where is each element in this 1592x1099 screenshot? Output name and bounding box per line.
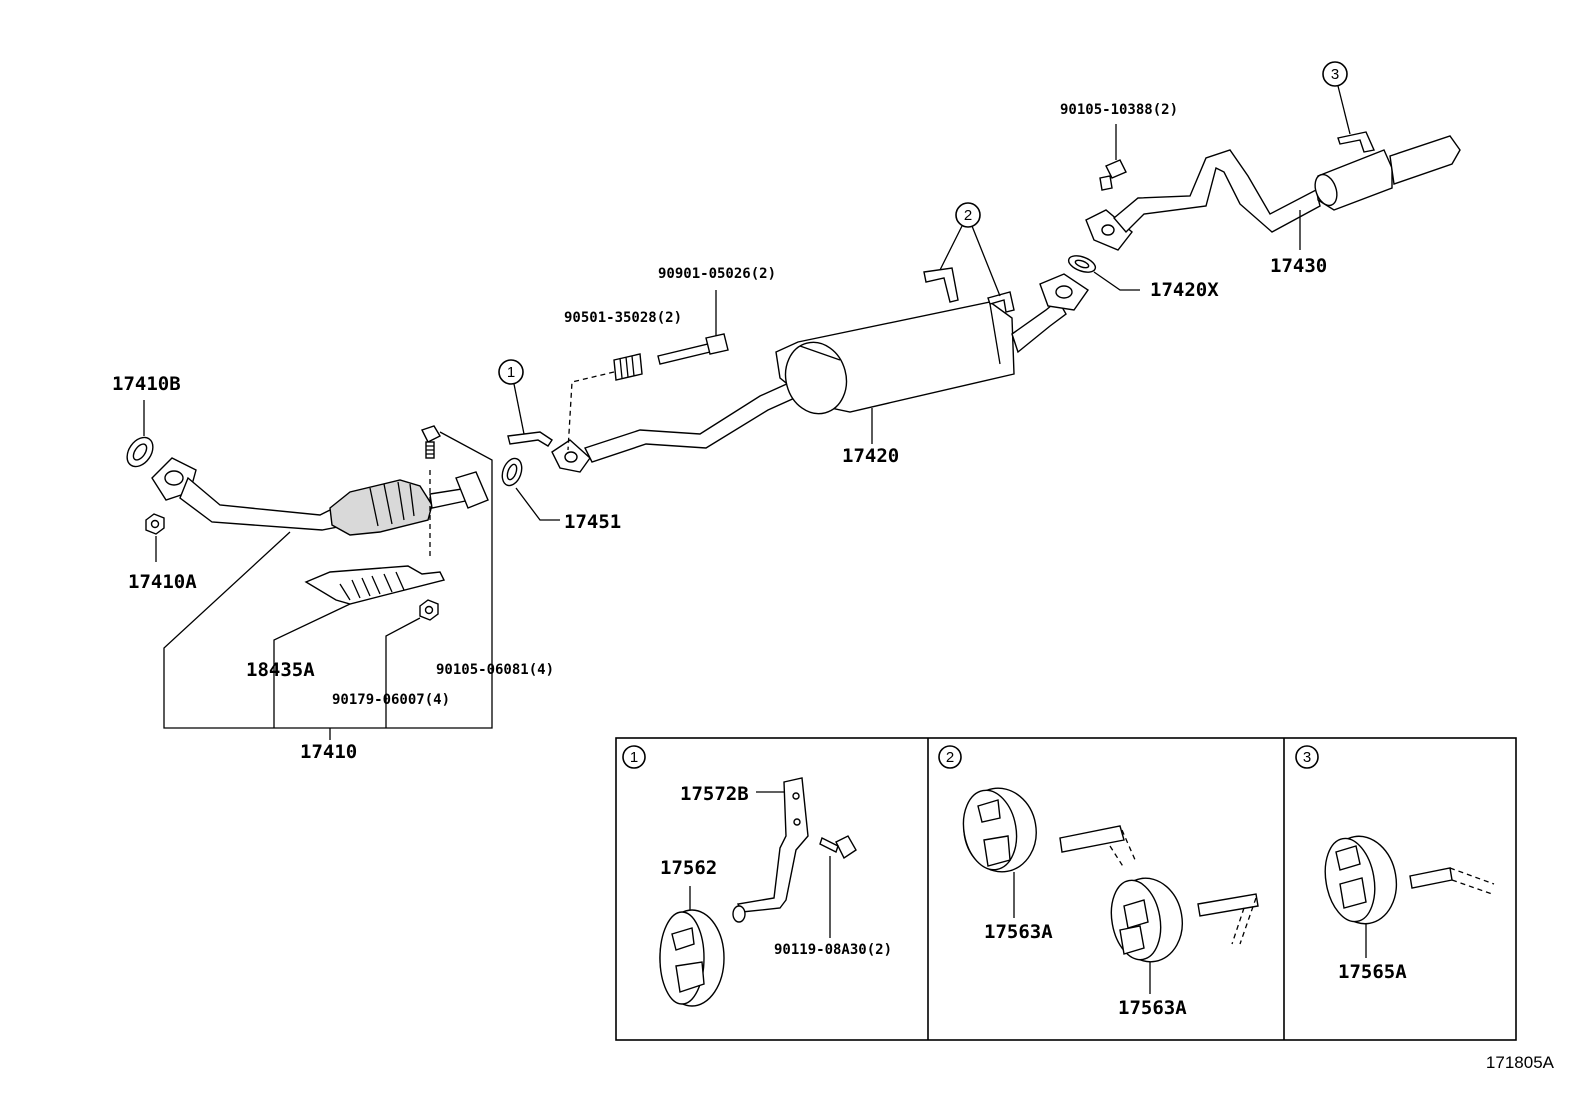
label-17565a: 17565A	[1338, 961, 1407, 983]
bolt-90105-10388[interactable]	[1099, 159, 1127, 191]
label-90501-35028: 90501-35028(2)	[564, 310, 682, 326]
bolt-90901-05026[interactable]	[657, 333, 729, 365]
tail-pipe-tube[interactable]	[1113, 149, 1321, 234]
label-90179-06007: 90179-06007(4)	[332, 692, 450, 708]
figure-code: 171805A	[1486, 1053, 1555, 1072]
tail-pipe-assembly[interactable]	[1085, 131, 1461, 251]
label-17410a: 17410A	[128, 571, 197, 593]
callout-3: 3	[1322, 61, 1348, 87]
gasket-17451[interactable]	[499, 456, 525, 488]
callout-2: 2	[955, 202, 981, 228]
hanger-17563a-lower[interactable]	[1105, 873, 1188, 968]
bolt-90119-08a30[interactable]	[819, 835, 857, 860]
svg-text:2: 2	[964, 207, 972, 224]
inset-1: 1 17572B 17562 90119-08A30(2)	[622, 745, 892, 1007]
label-17451: 17451	[564, 511, 621, 533]
label-90105-06081: 90105-06081(4)	[436, 662, 554, 678]
center-pipe-tube[interactable]	[584, 377, 809, 463]
gasket-17420x[interactable]	[1066, 253, 1097, 276]
label-17420: 17420	[842, 445, 899, 467]
svg-text:3: 3	[1303, 749, 1311, 766]
label-17563a-upper: 17563A	[984, 921, 1053, 943]
svg-text:2: 2	[946, 749, 954, 766]
label-90901-05026: 90901-05026(2)	[658, 266, 776, 282]
svg-text:3: 3	[1331, 66, 1339, 83]
nut-17410a[interactable]	[145, 513, 165, 535]
front-pipe-tube[interactable]	[179, 476, 349, 531]
label-90105-10388: 90105-10388(2)	[1060, 102, 1178, 118]
catalytic-converter[interactable]	[329, 479, 433, 536]
label-17572b: 17572B	[680, 783, 749, 805]
bracket-17572b[interactable]	[732, 777, 809, 923]
label-17420x: 17420X	[1150, 279, 1219, 301]
nut-90179-06007[interactable]	[419, 599, 439, 621]
callout-1: 1	[498, 359, 524, 385]
catalyst-outlet-flange[interactable]	[455, 471, 489, 509]
label-90119-08a30: 90119-08A30(2)	[774, 942, 892, 958]
center-pipe-muffler[interactable]	[507, 267, 1089, 473]
label-17410b: 17410B	[112, 373, 181, 395]
label-17562: 17562	[660, 857, 717, 879]
front-pipe-assembly[interactable]	[122, 425, 489, 621]
hanger-17562[interactable]	[659, 909, 725, 1007]
inset-panel	[615, 737, 1517, 1041]
label-17410: 17410	[300, 741, 357, 763]
svg-text:1: 1	[630, 749, 638, 766]
bolt-90105-06081[interactable]	[421, 425, 441, 459]
heat-shield-18435a[interactable]	[304, 565, 446, 605]
svg-text:1: 1	[507, 364, 515, 381]
hanger-17563a-upper[interactable]	[957, 782, 1042, 877]
label-17430: 17430	[1270, 255, 1327, 277]
hanger-17565a[interactable]	[1319, 831, 1403, 929]
inset-3: 3 17565A	[1295, 745, 1495, 983]
spring-90501-35028[interactable]	[613, 353, 643, 381]
label-18435a: 18435A	[246, 659, 315, 681]
label-17563a-lower: 17563A	[1118, 997, 1187, 1019]
inset-2: 2 17563A 17563A	[938, 745, 1259, 1019]
